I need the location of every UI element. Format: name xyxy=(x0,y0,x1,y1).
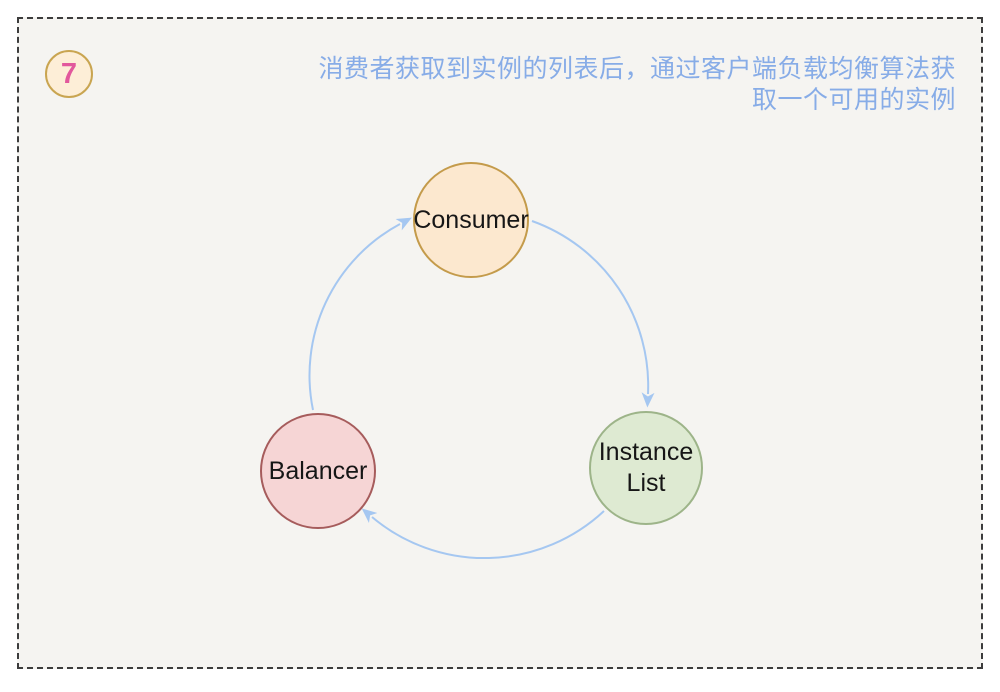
node-consumer-label: Consumer xyxy=(413,205,529,234)
node-instance-list-label: Instance List xyxy=(598,438,694,497)
node-balancer: Balancer xyxy=(260,413,376,529)
caption-line-1: 消费者获取到实例的列表后，通过客户端负载均衡算法获 xyxy=(318,55,956,83)
caption-text: 消费者获取到实例的列表后，通过客户端负载均衡算法获 取一个可用的实例 xyxy=(316,54,956,116)
caption-line-2: 取一个可用的实例 xyxy=(751,86,956,114)
node-consumer: Consumer xyxy=(413,162,529,278)
dashed-canvas-frame xyxy=(17,17,983,669)
step-number: 7 xyxy=(60,57,78,90)
node-instance-list: Instance List xyxy=(589,411,703,525)
node-balancer-label: Balancer xyxy=(268,456,368,485)
step-number-badge: 7 xyxy=(45,50,93,98)
